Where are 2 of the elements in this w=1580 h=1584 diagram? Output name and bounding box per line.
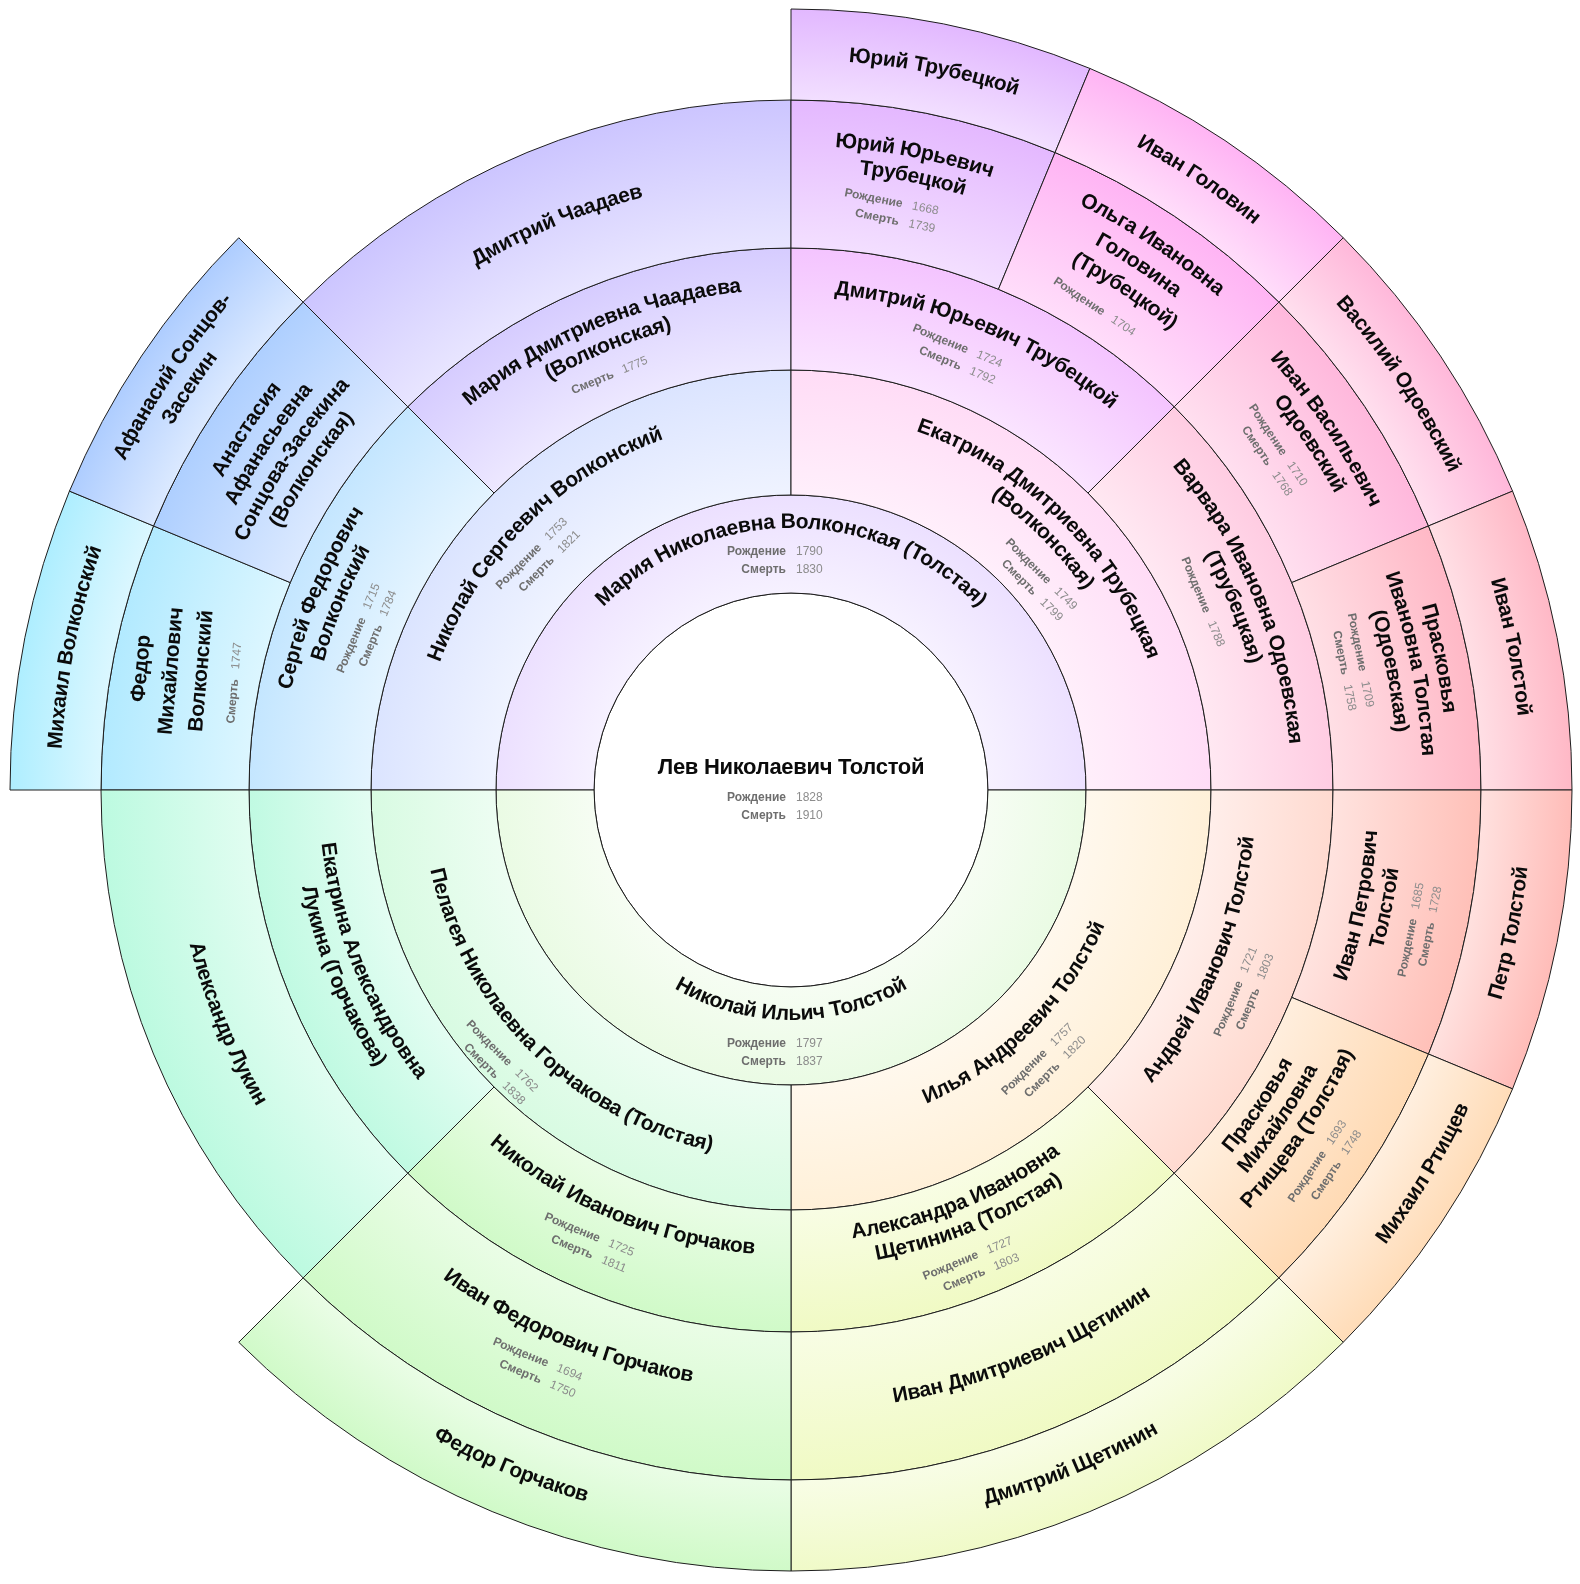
ancestor-segment [9, 490, 154, 791]
person-label: Лев Николаевич Толстой Рождение 1828 Смерть 1910 [657, 754, 925, 822]
